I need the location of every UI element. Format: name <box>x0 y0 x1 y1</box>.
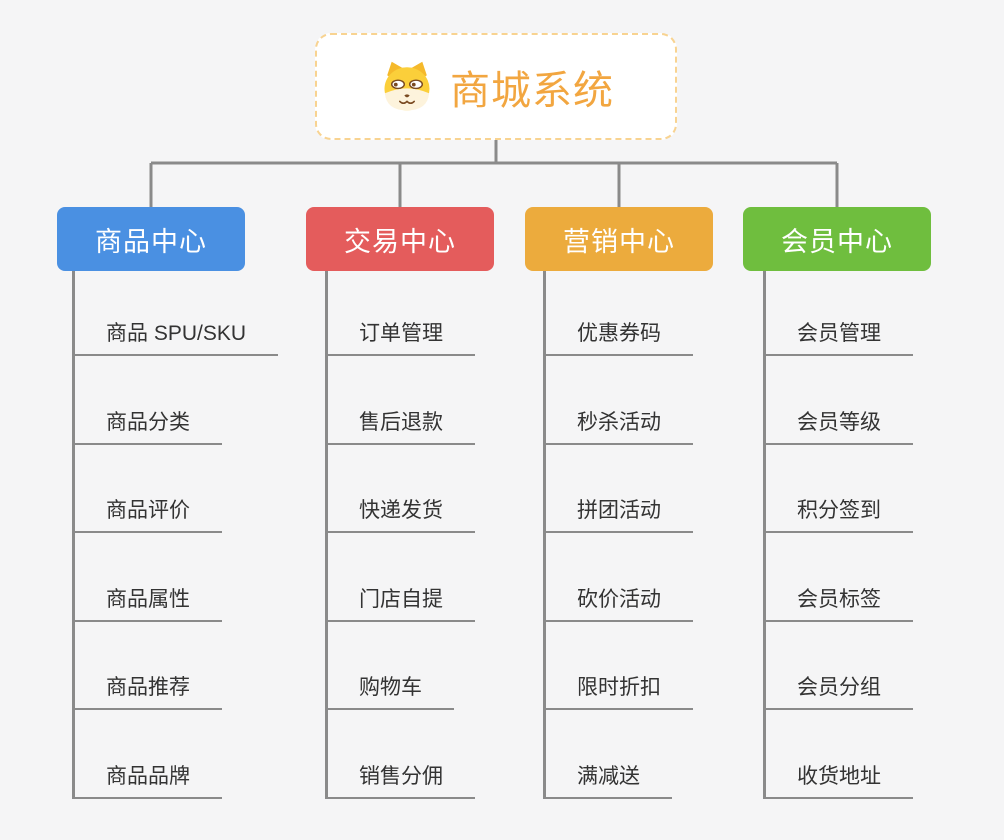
leaf-label: 秒杀活动 <box>543 406 693 445</box>
leaf-label: 商品 SPU/SKU <box>72 317 279 356</box>
leaf-node[interactable]: 商品推荐 <box>72 622 278 710</box>
leaf-node[interactable]: 商品属性 <box>72 533 278 622</box>
leaf-node[interactable]: 限时折扣 <box>543 622 693 710</box>
leaf-label: 订单管理 <box>325 317 475 356</box>
leaf-node[interactable]: 商品分类 <box>72 356 278 445</box>
branch-node-label: 营销中心 <box>563 226 675 257</box>
branch-node-marketing-center[interactable]: 营销中心 <box>525 207 713 271</box>
leaf-node[interactable]: 秒杀活动 <box>543 356 693 445</box>
leaf-node[interactable]: 商品评价 <box>72 445 278 533</box>
leaf-label: 会员分组 <box>763 671 913 710</box>
branch-node-label: 会员中心 <box>781 226 893 257</box>
leaf-node[interactable]: 销售分佣 <box>325 710 475 799</box>
leaf-node[interactable]: 订单管理 <box>325 271 475 356</box>
leaf-node[interactable]: 会员等级 <box>763 356 913 445</box>
leaf-column-marketing-center: 优惠券码 秒杀活动 拼团活动 砍价活动 限时折扣 满减送 <box>543 271 693 799</box>
leaf-node[interactable]: 门店自提 <box>325 533 475 622</box>
leaf-label: 会员等级 <box>763 406 913 445</box>
leaf-label: 购物车 <box>325 671 454 710</box>
root-node-mall-system[interactable]: 商城系统 <box>315 33 677 140</box>
leaf-label: 快递发货 <box>325 494 475 533</box>
leaf-node[interactable]: 收货地址 <box>763 710 913 799</box>
leaf-column-trade-center: 订单管理 售后退款 快递发货 门店自提 购物车 销售分佣 <box>325 271 475 799</box>
dog-face-icon <box>384 61 430 110</box>
leaf-label: 商品推荐 <box>72 671 222 710</box>
leaf-node[interactable]: 会员标签 <box>763 533 913 622</box>
branch-spine-line <box>72 271 75 798</box>
leaf-label: 砍价活动 <box>543 583 693 622</box>
leaf-node[interactable]: 商品品牌 <box>72 710 278 799</box>
leaf-label: 商品品牌 <box>72 760 222 799</box>
leaf-label: 优惠券码 <box>543 317 693 356</box>
leaf-label: 销售分佣 <box>325 760 475 799</box>
root-node-title: 商城系统 <box>450 68 614 113</box>
leaf-label: 会员标签 <box>763 583 913 622</box>
leaf-label: 满减送 <box>543 760 672 799</box>
leaf-node[interactable]: 会员分组 <box>763 622 913 710</box>
leaf-label: 限时折扣 <box>543 671 693 710</box>
leaf-node[interactable]: 会员管理 <box>763 271 913 356</box>
leaf-label: 积分签到 <box>763 494 913 533</box>
leaf-label: 会员管理 <box>763 317 913 356</box>
branch-node-trade-center[interactable]: 交易中心 <box>306 207 494 271</box>
leaf-label: 商品评价 <box>72 494 222 533</box>
leaf-column-product-center: 商品 SPU/SKU 商品分类 商品评价 商品属性 商品推荐 商品品牌 <box>72 271 279 799</box>
leaf-label: 售后退款 <box>325 406 475 445</box>
leaf-node[interactable]: 优惠券码 <box>543 271 693 356</box>
branch-spine-line <box>325 271 328 798</box>
branch-spine-line <box>763 271 766 798</box>
leaf-node[interactable]: 商品 SPU/SKU <box>72 271 279 356</box>
leaf-node[interactable]: 购物车 <box>325 622 475 710</box>
leaf-label: 收货地址 <box>763 760 913 799</box>
branch-node-product-center[interactable]: 商品中心 <box>57 207 245 271</box>
branch-node-member-center[interactable]: 会员中心 <box>743 207 931 271</box>
leaf-node[interactable]: 拼团活动 <box>543 445 693 533</box>
leaf-label: 商品属性 <box>72 583 222 622</box>
leaf-node[interactable]: 砍价活动 <box>543 533 693 622</box>
leaf-node[interactable]: 售后退款 <box>325 356 475 445</box>
leaf-node[interactable]: 满减送 <box>543 710 693 799</box>
branch-spine-line <box>543 271 546 798</box>
leaf-label: 门店自提 <box>325 583 475 622</box>
leaf-label: 商品分类 <box>72 406 222 445</box>
leaf-node[interactable]: 积分签到 <box>763 445 913 533</box>
branch-node-label: 交易中心 <box>344 226 456 257</box>
leaf-column-member-center: 会员管理 会员等级 积分签到 会员标签 会员分组 收货地址 <box>763 271 913 799</box>
branch-node-label: 商品中心 <box>95 226 207 257</box>
leaf-label: 拼团活动 <box>543 494 693 533</box>
leaf-node[interactable]: 快递发货 <box>325 445 475 533</box>
